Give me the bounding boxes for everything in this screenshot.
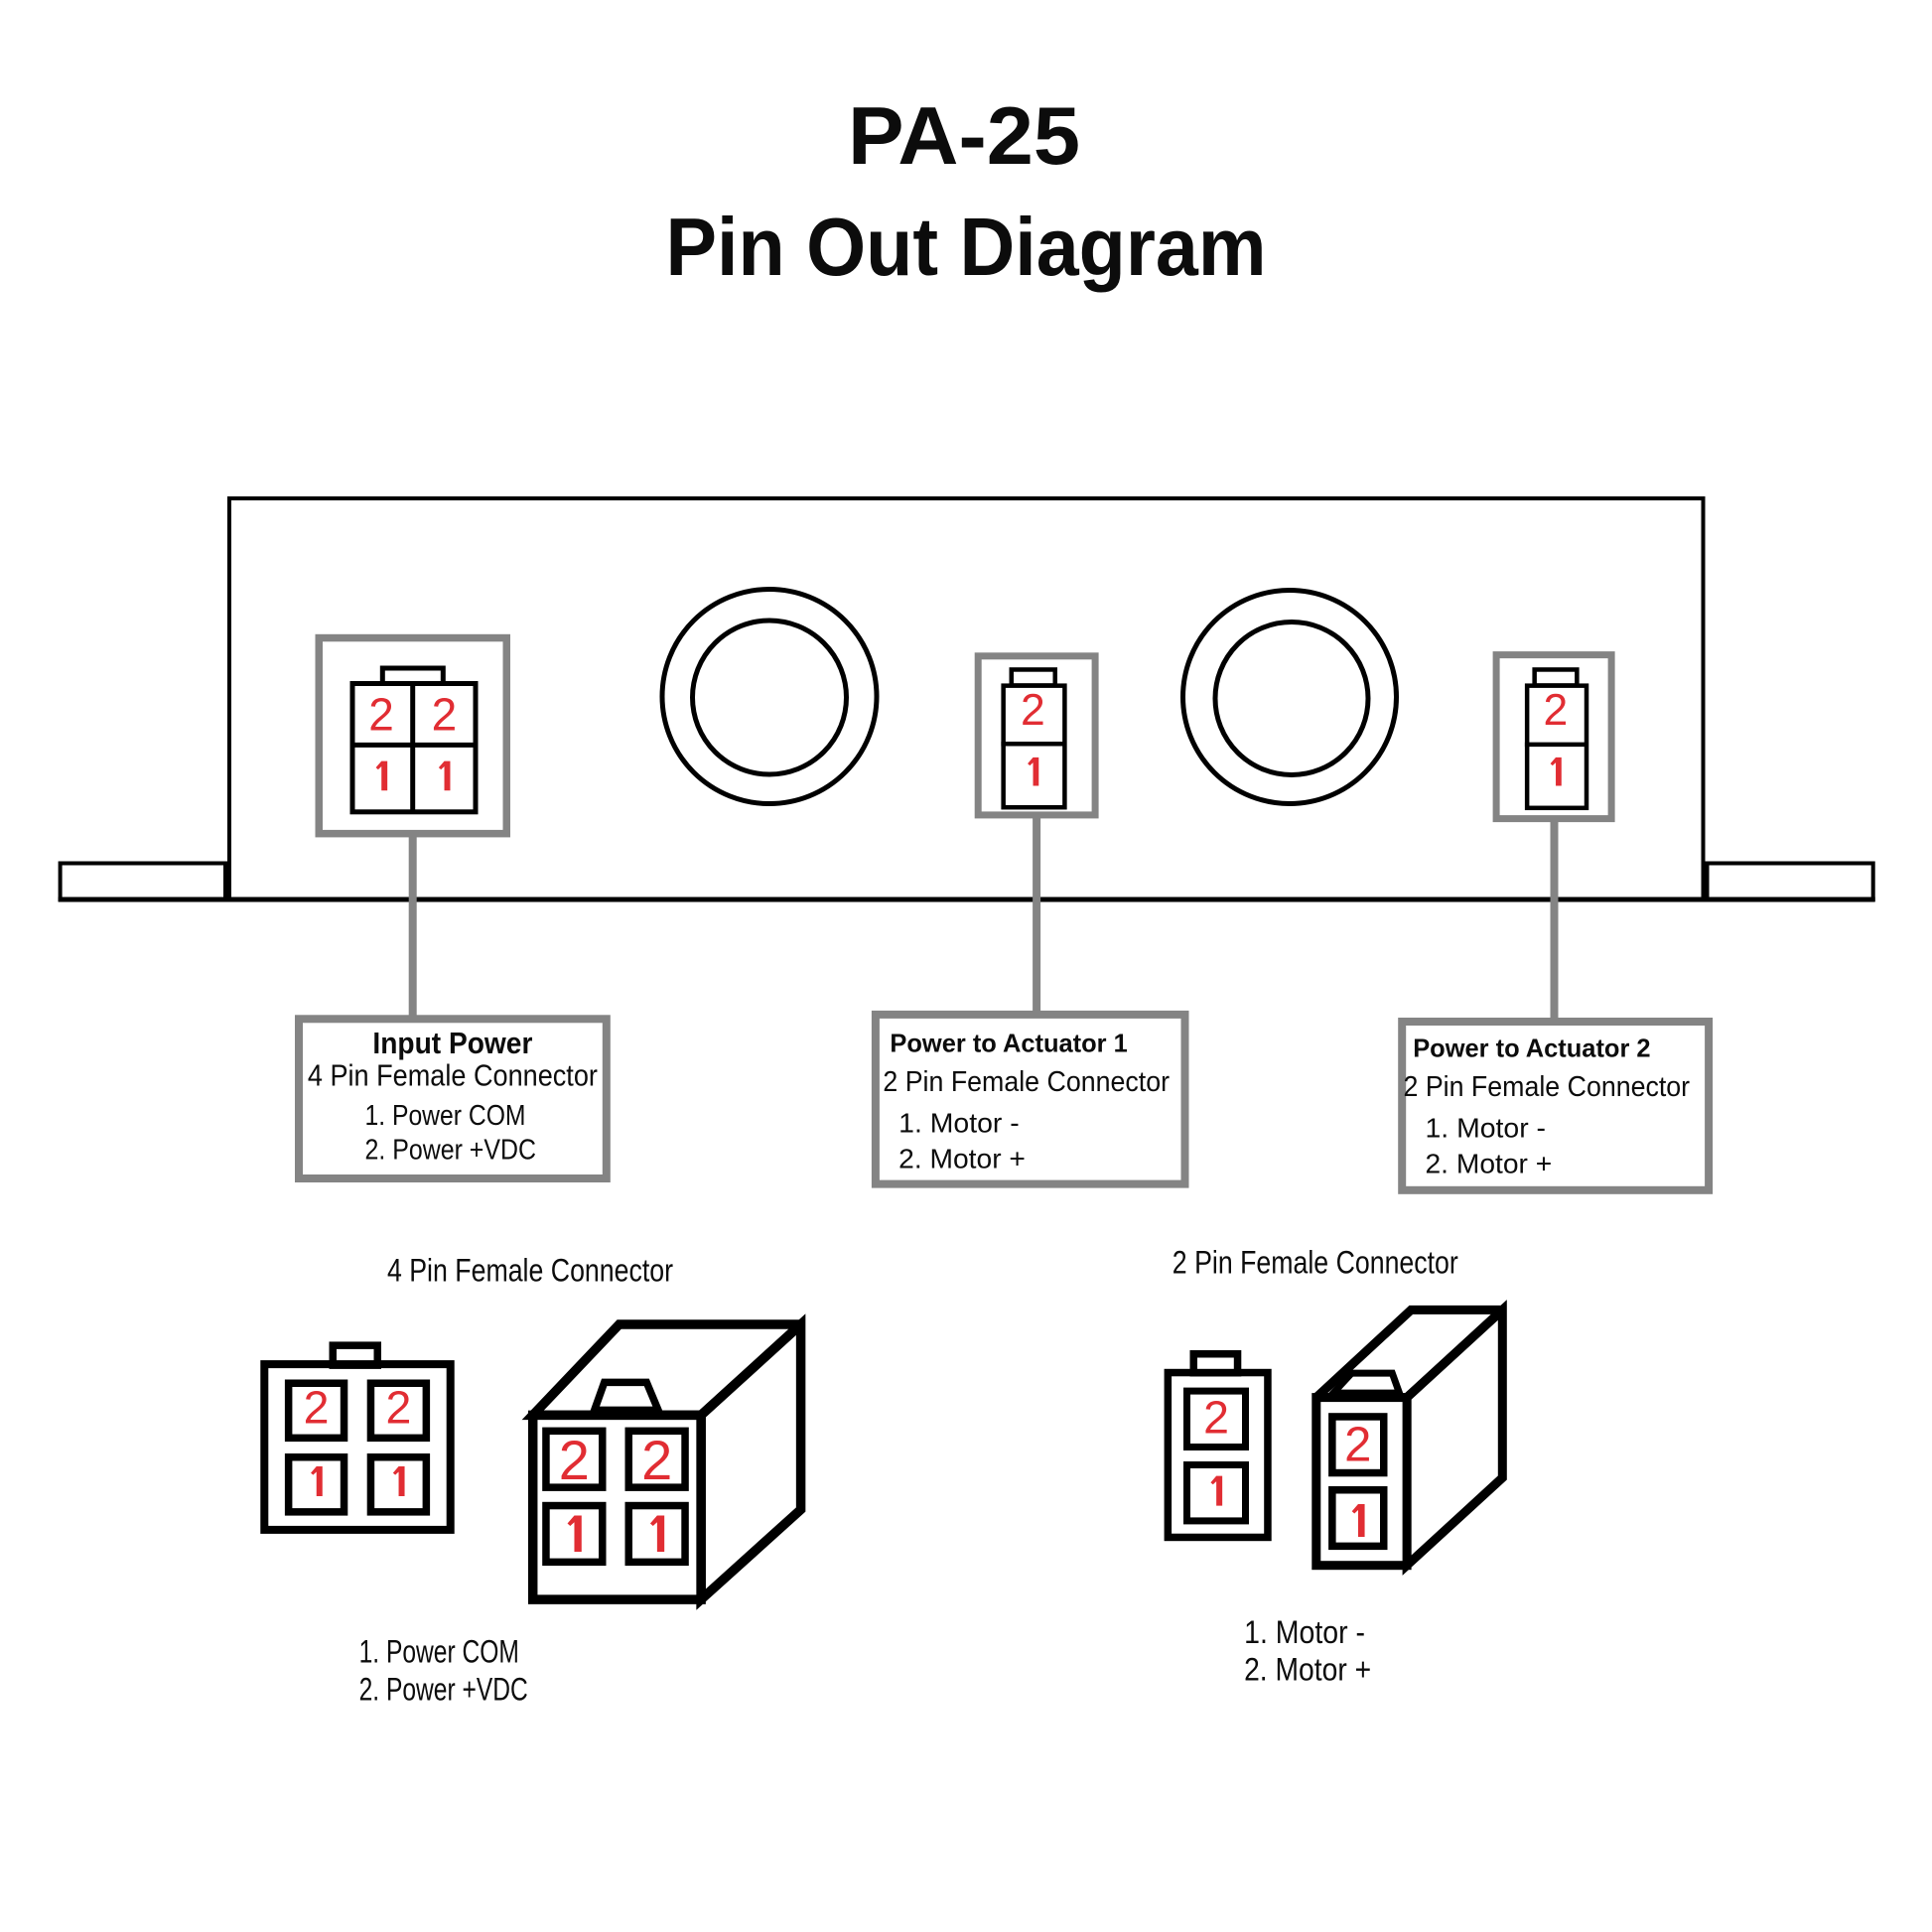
svg-text:2. Motor +: 2. Motor +: [1244, 1652, 1371, 1688]
svg-text:2: 2: [385, 1382, 411, 1434]
svg-text:PA-25: PA-25: [848, 89, 1080, 182]
svg-text:2. Power +VDC: 2. Power +VDC: [365, 1135, 537, 1167]
svg-text:Pin Out Diagram: Pin Out Diagram: [666, 201, 1267, 293]
svg-text:Power to Actuator 1: Power to Actuator 1: [890, 1028, 1127, 1057]
svg-text:1. Power COM: 1. Power COM: [359, 1633, 519, 1669]
svg-text:1. Motor -: 1. Motor -: [1244, 1614, 1365, 1650]
svg-text:Power to Actuator 2: Power to Actuator 2: [1413, 1034, 1650, 1063]
svg-text:2: 2: [1203, 1392, 1229, 1444]
svg-text:2: 2: [559, 1429, 590, 1491]
svg-text:Input Power: Input Power: [372, 1026, 532, 1060]
svg-text:1. Power COM: 1. Power COM: [365, 1100, 526, 1132]
svg-text:1. Motor -: 1. Motor -: [1426, 1113, 1547, 1144]
svg-text:1. Motor -: 1. Motor -: [898, 1107, 1019, 1138]
svg-text:2. Motor +: 2. Motor +: [1426, 1149, 1553, 1179]
svg-text:2: 2: [1344, 1418, 1371, 1471]
svg-text:2: 2: [368, 689, 394, 741]
svg-text:2: 2: [1544, 686, 1569, 735]
svg-text:2 Pin Female Connector: 2 Pin Female Connector: [883, 1066, 1170, 1098]
svg-text:4 Pin Female Connector: 4 Pin Female Connector: [387, 1253, 673, 1289]
svg-text:2. Motor +: 2. Motor +: [898, 1143, 1026, 1173]
svg-text:2 Pin Female Connector: 2 Pin Female Connector: [1173, 1245, 1458, 1281]
svg-text:2 Pin Female Connector: 2 Pin Female Connector: [1404, 1071, 1691, 1103]
svg-text:4 Pin Female Connector: 4 Pin Female Connector: [308, 1058, 598, 1093]
svg-text:2. Power +VDC: 2. Power +VDC: [359, 1672, 528, 1708]
svg-text:2: 2: [432, 689, 458, 741]
svg-text:2: 2: [304, 1382, 330, 1434]
svg-text:2: 2: [1021, 686, 1045, 735]
svg-text:2: 2: [641, 1429, 672, 1491]
